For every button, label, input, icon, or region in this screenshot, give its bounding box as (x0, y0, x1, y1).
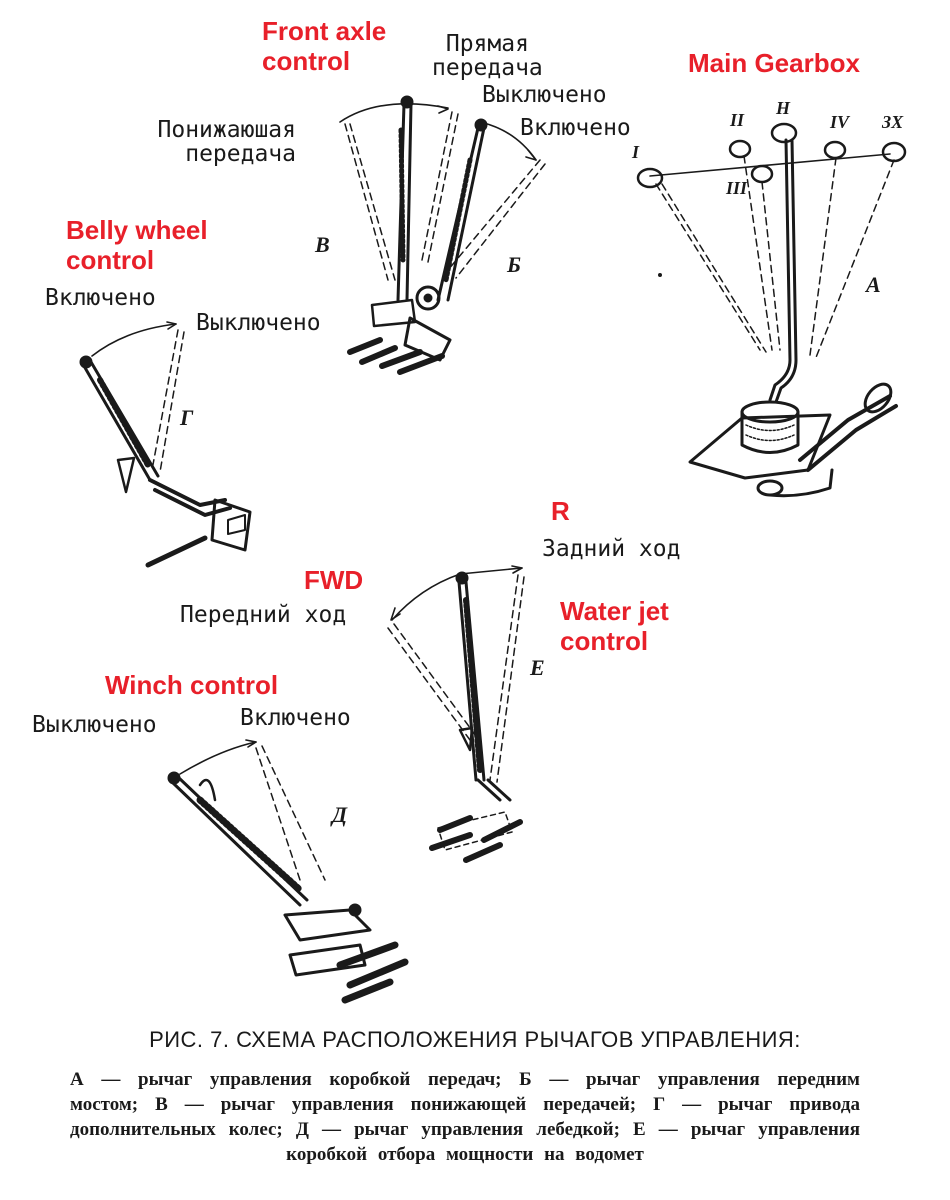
label-winch-on: Включено (240, 705, 351, 731)
label-belly-on: Включено (45, 285, 156, 311)
water-jet-lever (387, 565, 525, 863)
label-direct-gear: Прямая передача (432, 31, 543, 82)
annotation-belly-wheel: Belly wheel control (66, 215, 208, 275)
label-forward: Передний ход (180, 602, 347, 628)
gear-iv: IV (830, 112, 850, 132)
annotation-forward: FWD (304, 565, 364, 595)
gear-i: I (632, 142, 640, 162)
figure-caption-title: РИС. 7. СХЕМА РАСПОЛОЖЕНИЯ РЫЧАГОВ УПРАВ… (149, 1027, 801, 1052)
belly-wheel-lever (79, 321, 252, 568)
label-front-off: Выключено (482, 82, 607, 108)
annotation-rear: R (551, 496, 570, 526)
letter-a: А (866, 272, 881, 297)
figure-caption-body: А — рычаг управления коробкой передач; Б… (70, 1069, 860, 1165)
letter-e: Е (530, 655, 545, 680)
label-reverse: Задний ход (542, 536, 681, 562)
main-gearbox-lever (636, 122, 907, 498)
letter-v: В (315, 232, 330, 257)
gear-zx: ЗХ (882, 112, 904, 132)
label-winch-off: Выключено (32, 712, 157, 738)
annotation-front-axle: Front axle control (262, 16, 387, 76)
letter-g: Г (180, 405, 194, 430)
label-reduction-gear: Понижаюшая передача (157, 117, 296, 168)
gear-iii: III (726, 178, 748, 198)
label-belly-off: Выключено (196, 310, 321, 336)
label-front-on: Включено (520, 115, 631, 141)
letter-b: Б (507, 252, 521, 277)
front-axle-levers (339, 95, 546, 375)
annotation-main-gearbox: Main Gearbox (688, 48, 860, 78)
annotation-water-jet: Water jet control (560, 596, 669, 656)
gear-n: Н (776, 98, 791, 118)
gear-ii: II (730, 110, 745, 130)
winch-lever (167, 739, 409, 1004)
letter-d: Д (332, 802, 348, 827)
annotation-winch: Winch control (105, 670, 279, 700)
